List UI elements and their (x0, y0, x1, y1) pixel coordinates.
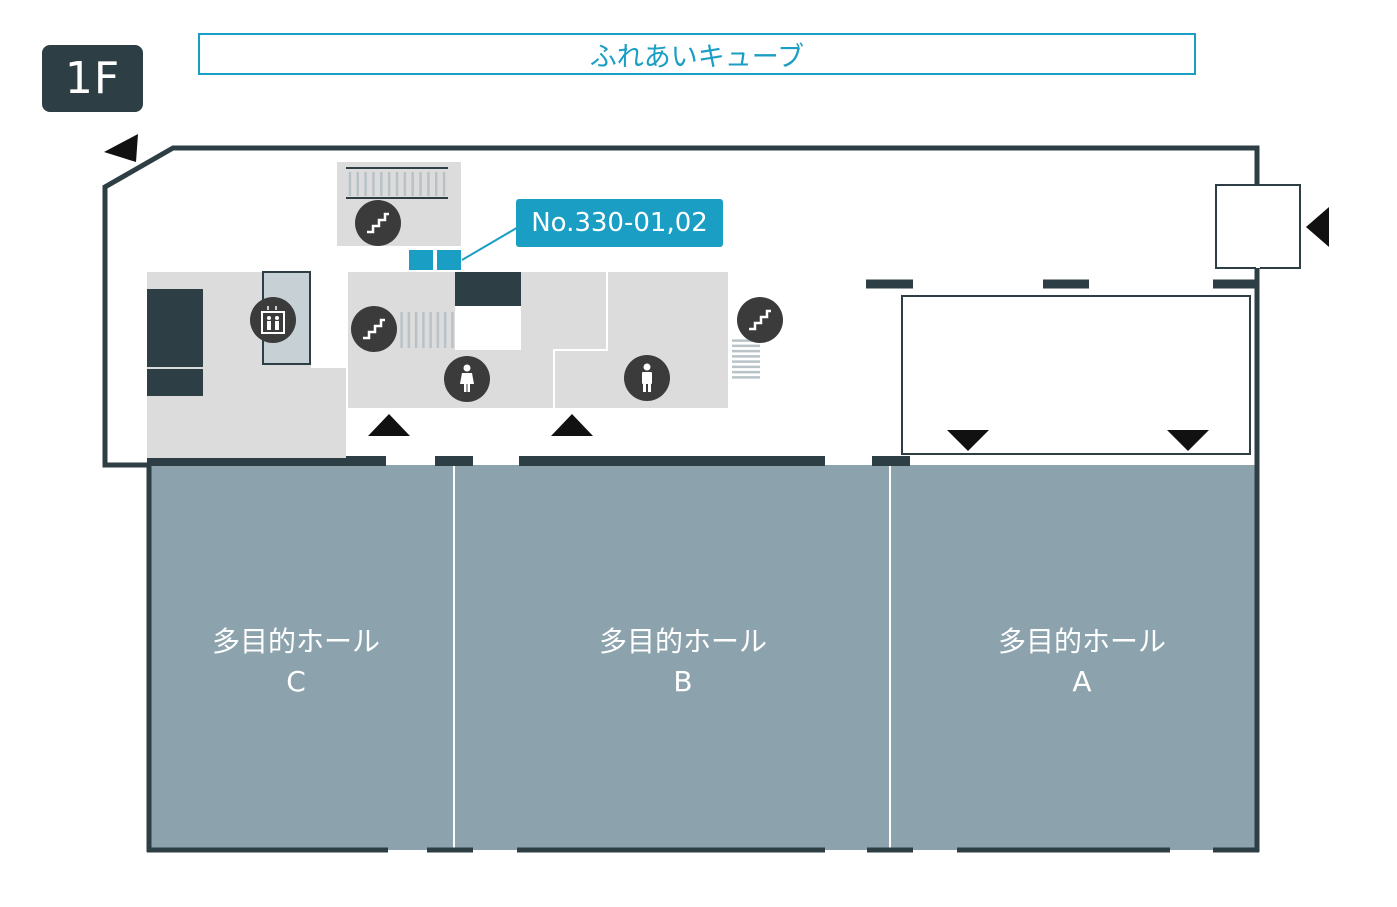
entrance-arrow-icon (947, 430, 989, 451)
location-callout[interactable]: No.330-01,02 (516, 199, 723, 247)
entrance-arrow-icon (1167, 430, 1209, 451)
hall-a-label: 多目的ホール A (932, 622, 1232, 702)
hall-c-label: 多目的ホール C (146, 622, 446, 702)
stairwell-top (337, 162, 461, 246)
building-title: ふれあいキューブ (198, 33, 1196, 75)
restroom-divider (553, 272, 608, 408)
dark-block (455, 272, 521, 306)
hall-b-label: 多目的ホール B (533, 622, 833, 702)
location-marker[interactable] (409, 250, 433, 270)
hall-b-area[interactable] (455, 465, 889, 850)
location-marker[interactable] (437, 250, 461, 270)
stairs-icon (351, 306, 397, 352)
restroom-block (348, 272, 728, 408)
hall-letter: C (286, 665, 306, 698)
hall-letter: A (1072, 665, 1092, 698)
stair-steps (346, 167, 448, 199)
stair-steps (400, 312, 454, 348)
corridor-white (455, 306, 521, 350)
toilet-icon (444, 356, 490, 402)
hall-name: 多目的ホール (997, 625, 1166, 658)
toilet-icon (624, 355, 670, 401)
hall-a-area[interactable] (891, 465, 1257, 850)
entrance-arrow-icon (1306, 207, 1329, 247)
callout-pointer (461, 225, 521, 261)
hall-c-area[interactable] (149, 465, 453, 850)
floor-label: 1F (42, 45, 143, 112)
stairs-icon (355, 200, 401, 246)
stairs-icon (737, 297, 783, 343)
entrance-arrow-icon (368, 414, 410, 436)
hall-name: 多目的ホール (211, 625, 380, 658)
lobby-hall-a-room (901, 295, 1251, 455)
hall-name: 多目的ホール (598, 625, 767, 658)
entrance-arrow-icon (551, 414, 593, 436)
stair-steps (732, 339, 760, 379)
stair-steps (348, 172, 446, 196)
storage-block (147, 289, 203, 396)
elevator-icon (250, 297, 296, 343)
entrance-arrow-icon (104, 134, 138, 162)
hall-letter: B (673, 665, 693, 698)
